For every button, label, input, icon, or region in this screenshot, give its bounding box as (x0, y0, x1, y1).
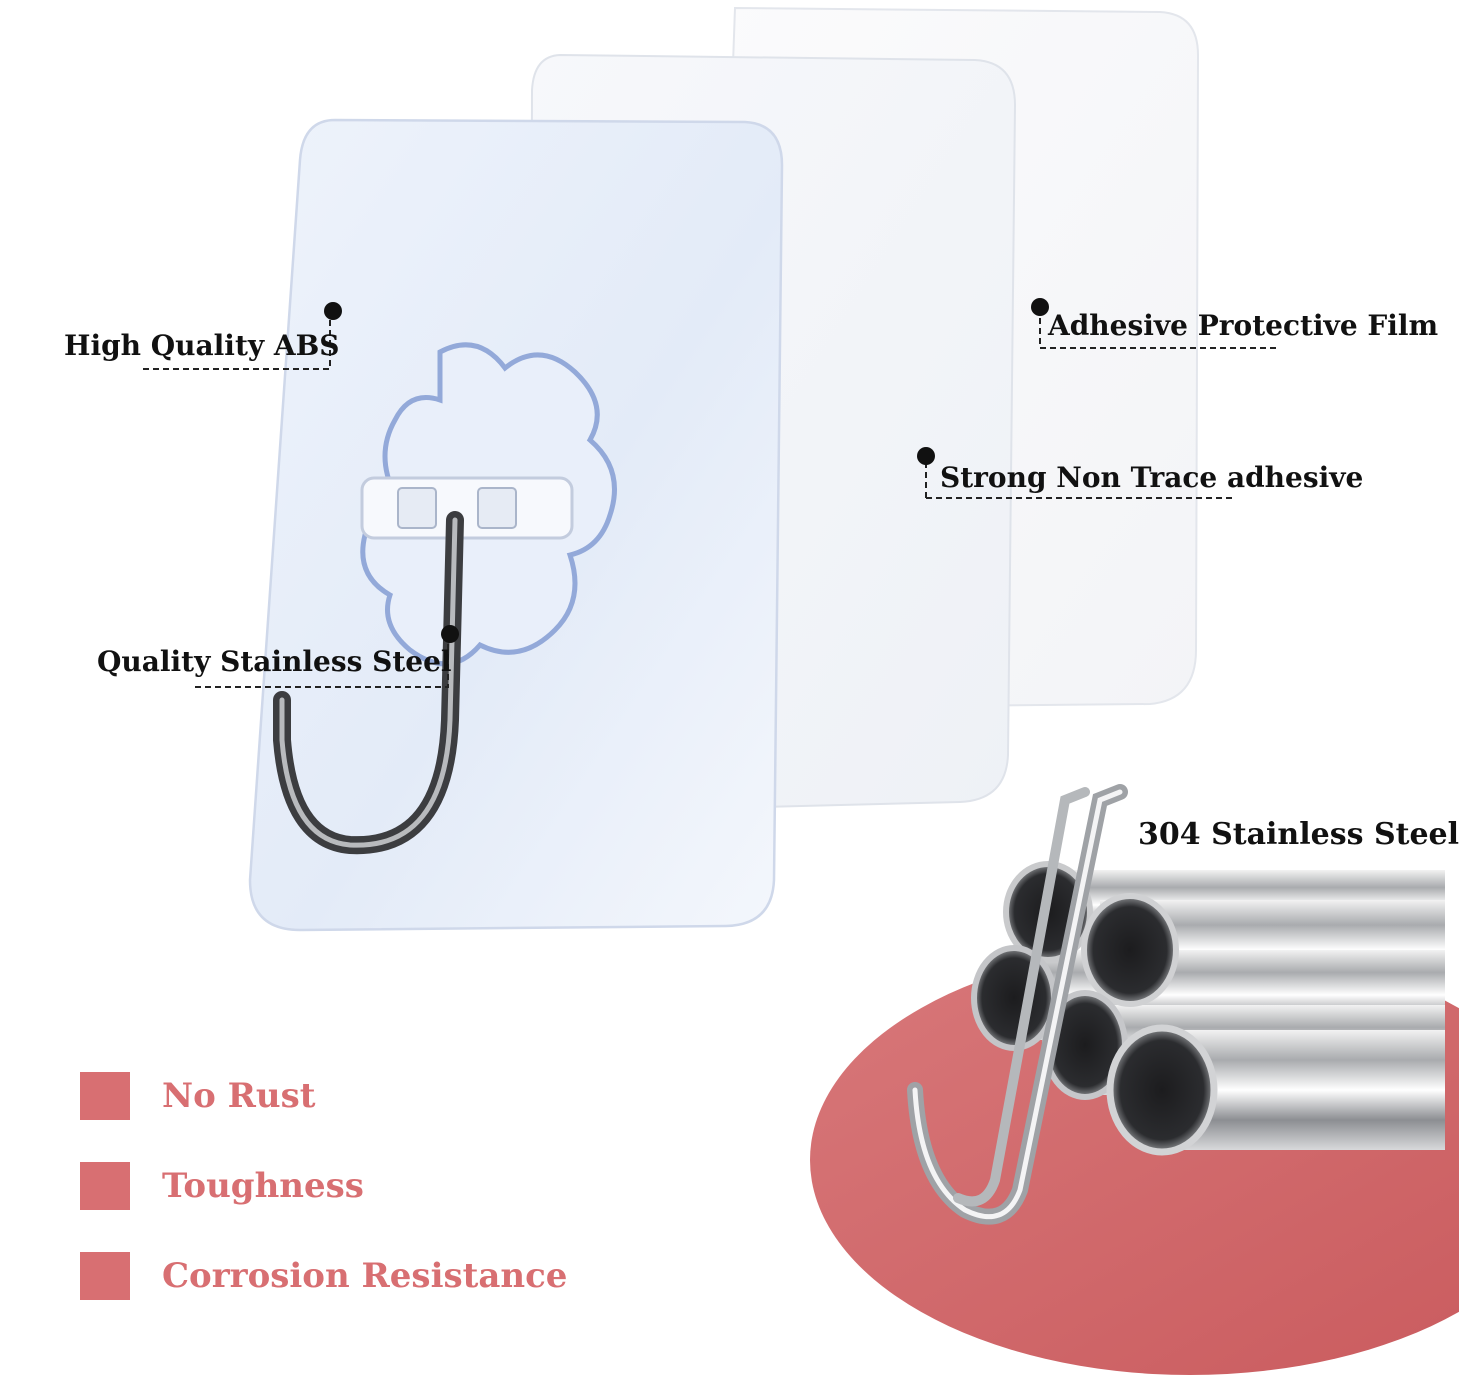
callout-quality-stainless-steel: Quality Stainless Steel (97, 645, 452, 678)
stainless-pipes (971, 861, 1445, 1156)
square-bullet-icon (80, 1162, 130, 1210)
square-bullet-icon (80, 1072, 130, 1120)
callout-304-stainless-steel: 304 Stainless Steel (1138, 817, 1459, 852)
callout-strong-non-trace-adhesive: Strong Non Trace adhesive (940, 461, 1364, 494)
feature-item: Toughness (80, 1161, 364, 1211)
mount-bar (360, 476, 574, 540)
callout-leaders (143, 312, 1278, 688)
feature-item: No Rust (80, 1071, 315, 1121)
dot-marker-icon (324, 302, 342, 320)
dot-marker-icon (441, 625, 459, 643)
feature-label: No Rust (162, 1076, 316, 1116)
square-bullet-icon (80, 1252, 130, 1300)
callout-adhesive-protective-film: Adhesive Protective Film (1048, 309, 1439, 342)
feature-item: Corrosion Resistance (80, 1251, 567, 1301)
feature-label: Corrosion Resistance (162, 1256, 568, 1296)
callout-high-quality-abs: High Quality ABS (64, 329, 340, 362)
dot-marker-icon (917, 447, 935, 465)
feature-label: Toughness (162, 1166, 364, 1206)
dot-marker-icon (1031, 298, 1049, 316)
